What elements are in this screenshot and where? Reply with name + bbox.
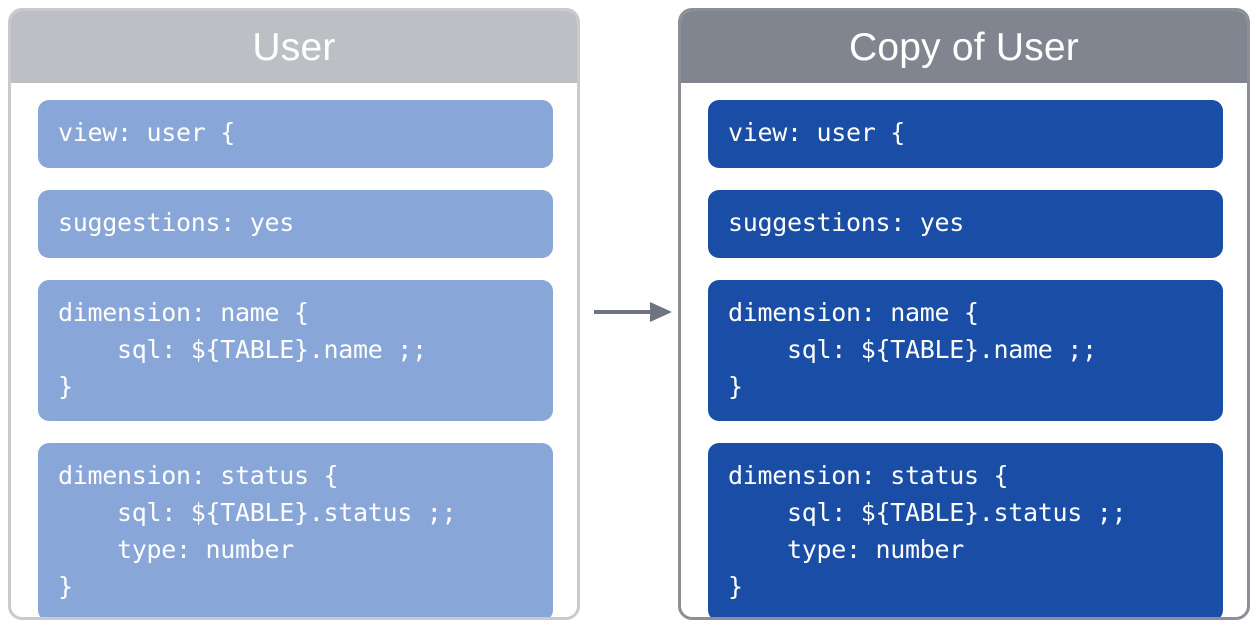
- panel-copy-body: view: user { suggestions: yes dimension:…: [681, 83, 1247, 617]
- panel-source-user: User view: user { suggestions: yes dimen…: [8, 8, 580, 620]
- code-block-suggestions-copy: suggestions: yes: [708, 190, 1223, 258]
- panel-copy-of-user: Copy of User view: user { suggestions: y…: [678, 8, 1250, 620]
- code-block-suggestions: suggestions: yes: [38, 190, 553, 258]
- arrow-right-icon: [592, 296, 674, 328]
- code-block-dimension-status: dimension: status { sql: ${TABLE}.status…: [38, 443, 553, 617]
- panel-copy-title: Copy of User: [681, 11, 1247, 83]
- code-block-dimension-status-copy: dimension: status { sql: ${TABLE}.status…: [708, 443, 1223, 617]
- panel-source-body: view: user { suggestions: yes dimension:…: [11, 83, 577, 617]
- code-block-view-copy: view: user {: [708, 100, 1223, 168]
- panel-source-title: User: [11, 11, 577, 83]
- code-block-dimension-name-copy: dimension: name { sql: ${TABLE}.name ;; …: [708, 280, 1223, 421]
- code-block-dimension-name: dimension: name { sql: ${TABLE}.name ;; …: [38, 280, 553, 421]
- code-block-view: view: user {: [38, 100, 553, 168]
